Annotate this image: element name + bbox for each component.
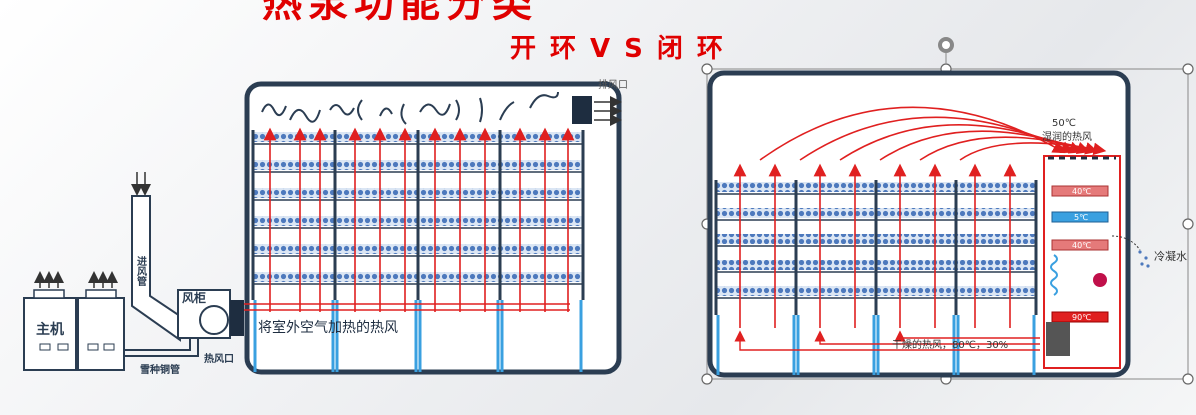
open-loop-diagram [23,81,622,375]
closed-tray-rack [714,180,1038,375]
circulation-fan [1046,322,1070,356]
closed-hot-air-arrows [733,163,1017,328]
hot-air-outlet-label: 热风口 [204,352,234,365]
condenser-bottom [1051,311,1109,323]
condenser-mid [1051,239,1109,251]
temp-bottom: 90℃ [1072,313,1091,322]
temp-mid: 40℃ [1072,241,1091,250]
exhaust-air-waves [261,91,559,125]
condensate-label: 冷凝水 [1154,249,1187,263]
page-title: 热泵功能分类 [262,0,538,26]
return-air-arcs [759,106,1107,161]
inlet-duct-label: 进风管 [135,255,147,287]
temp-evap: 5℃ [1074,213,1088,222]
host-units [23,271,125,371]
closed-loop-diagram [701,37,1194,385]
refrigerant-pipe-label: 雪种铜管 [140,363,180,376]
open-tray-rack [251,130,585,372]
refrigerant-pipe [124,338,199,357]
closed-flow-caption: 干燥的热风，80℃，30% [892,338,1008,351]
open-flow-caption: 将室外空气加热的热风 [258,319,398,336]
compressor [1093,273,1107,287]
fan-cabinet-label: 风柜 [182,290,206,305]
page-subtitle: 开环VS闭环 [510,34,737,64]
closed-drying-chamber [707,70,1131,378]
exhaust-label: 排风口 [598,78,628,91]
heat-pump-module [1043,155,1150,369]
exhaust-fan [572,96,592,124]
return-air-desc: 湿润的热风 [1042,130,1092,143]
return-air-temp: 50℃ [1052,118,1076,129]
condenser-top [1051,185,1109,197]
temp-top: 40℃ [1072,187,1091,196]
evaporator [1051,211,1109,223]
open-hot-air-arrows [263,127,575,312]
host-label: 主机 [36,321,64,338]
